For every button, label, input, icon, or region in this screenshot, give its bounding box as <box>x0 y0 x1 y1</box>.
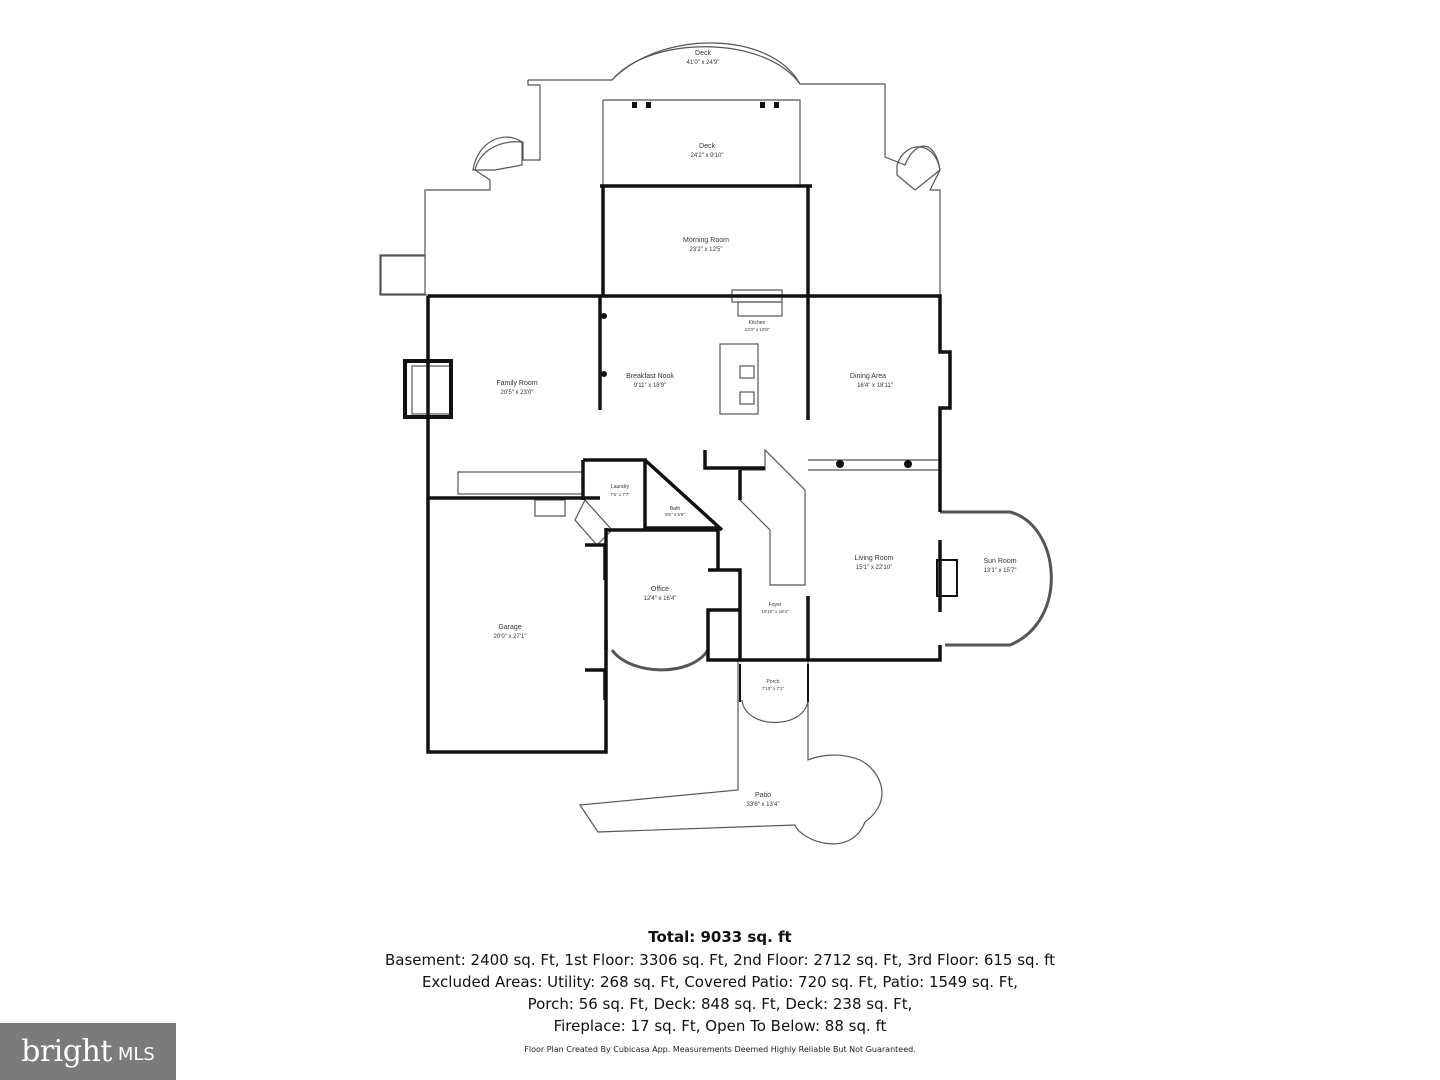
room-dims: 20'0" x 27'1" <box>494 634 527 640</box>
room-name: Foyer <box>769 602 782 608</box>
room-name: Dining Area <box>850 373 886 380</box>
room-dims: 12'4" x 16'4" <box>644 596 677 602</box>
room-name: Breakfast Nook <box>626 373 674 380</box>
upper-deck-outline <box>379 42 941 296</box>
room-name: Sun Room <box>983 558 1016 565</box>
spiral-stair-left <box>472 136 523 171</box>
logo-suffix: MLS <box>117 1044 155 1065</box>
foyer-stairs <box>739 448 806 586</box>
room-name: Living Room <box>855 555 894 562</box>
room-labels: Deck 41'0" x 24'9" Deck 24'2" x 9'10" Mo… <box>494 50 1017 808</box>
room-name: Kitchen <box>749 320 766 326</box>
summary-line: Basement: 2400 sq. Ft, 1st Floor: 3306 s… <box>384 951 1056 969</box>
room-dims: 23'2" x 12'5" <box>690 247 723 253</box>
columns <box>601 102 912 468</box>
porch-bay <box>741 699 809 723</box>
logo-word: bright <box>21 1034 112 1069</box>
room-dims: 33'6" x 13'4" <box>747 802 780 808</box>
fireplace <box>403 359 453 419</box>
room-name: Office <box>651 586 669 593</box>
morning-room-walls <box>600 184 812 296</box>
room-dims: 13'1" x 15'7" <box>984 568 1017 574</box>
deck-stairs <box>380 255 426 295</box>
office-walls <box>706 568 742 662</box>
room-dims: 7'10" x 7'1" <box>762 686 785 691</box>
main-outline <box>428 294 952 512</box>
sun-room-wall <box>940 510 1053 647</box>
room-name: Family Room <box>496 380 537 387</box>
outline-thin <box>379 42 1053 845</box>
area-summary: Total: 9033 sq. ft Basement: 2400 sq. Ft… <box>0 925 1440 1037</box>
spiral-stair-right <box>896 146 941 191</box>
room-name: Bath <box>670 506 681 512</box>
room-dims: 13'3" x 10'8" <box>745 327 770 332</box>
room-name: Porch <box>766 679 779 685</box>
room-name: Morning Room <box>683 237 729 244</box>
office-bay <box>610 649 710 672</box>
kitchen-island <box>719 343 759 415</box>
deck-arc <box>611 46 801 85</box>
room-dims: 8'5" x 5'6" <box>665 512 685 517</box>
patio-outline <box>578 660 883 845</box>
room-dims: 20'5" x 23'0" <box>501 390 534 396</box>
room-dims: 7'5" x 7'7" <box>610 492 630 497</box>
room-name: Laundry <box>611 484 630 490</box>
room-dims: 9'11" x 18'9" <box>634 383 666 389</box>
room-dims: 16'4" x 18'11" <box>857 383 893 389</box>
room-name: Deck <box>699 143 715 150</box>
room-dims: 41'0" x 24'9" <box>687 60 720 66</box>
room-dims: 24'2" x 9'10" <box>691 153 724 159</box>
room-name: Deck <box>695 50 711 57</box>
summary-line: Fireplace: 17 sq. Ft, Open To Below: 88 … <box>553 1017 887 1035</box>
room-dims: 15'1" x 22'10" <box>856 565 892 571</box>
total-area: Total: 9033 sq. ft <box>648 928 792 946</box>
living-lower-walls <box>740 540 942 662</box>
walls <box>403 184 958 754</box>
bright-mls-logo: bright MLS <box>0 1023 176 1080</box>
summary-line: Porch: 56 sq. Ft, Deck: 848 sq. Ft, Deck… <box>527 995 913 1013</box>
summary-line: Excluded Areas: Utility: 268 sq. Ft, Cov… <box>421 973 1019 991</box>
room-dims: 10'10" x 18'4" <box>761 609 789 614</box>
porch-walls <box>739 664 809 702</box>
room-name: Patio <box>755 792 771 799</box>
laundry-bath-walls <box>581 458 724 532</box>
room-name: Garage <box>498 624 521 631</box>
floor-plan: Deck 41'0" x 24'9" Deck 24'2" x 9'10" Mo… <box>379 42 1053 845</box>
disclaimer: Floor Plan Created By Cubicasa App. Meas… <box>524 1045 916 1054</box>
family-stairs <box>457 471 584 495</box>
